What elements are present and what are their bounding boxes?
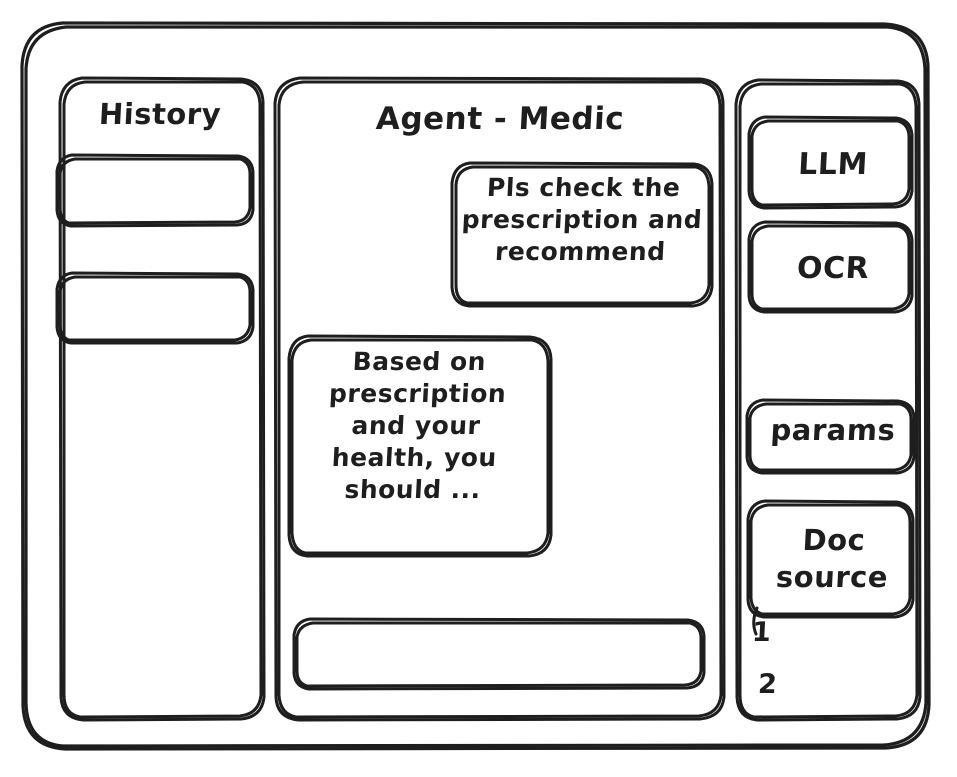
- user-message-outline: [450, 161, 714, 308]
- agent-message-outline: [287, 334, 553, 558]
- ocr-button[interactable]: OCR: [796, 251, 871, 286]
- doc-source-connector: [752, 606, 759, 636]
- history-panel-outline: [58, 76, 266, 722]
- llm-button[interactable]: LLM: [797, 147, 869, 182]
- history-panel-title: History: [98, 97, 222, 131]
- user-message-text: Pls check the prescription and recommend: [461, 173, 704, 266]
- message-input[interactable]: [294, 619, 704, 689]
- doc-source-button[interactable]: Doc source: [775, 523, 889, 595]
- llm-button-outline: [747, 115, 914, 210]
- params-button-outline: [745, 398, 916, 475]
- params-button[interactable]: params: [769, 413, 897, 447]
- agent-panel-outline: [273, 76, 726, 722]
- ocr-button-outline: [747, 220, 914, 314]
- composer-outline: [292, 617, 706, 691]
- right-rail-outline: [734, 78, 922, 722]
- history-item-1-outline: [55, 153, 255, 228]
- history-item-1[interactable]: [57, 155, 254, 226]
- history-item-2-outline: [55, 271, 255, 345]
- agent-panel-title: Agent - Medic: [375, 101, 626, 137]
- doc-list-item-2[interactable]: 2: [757, 669, 779, 700]
- agent-message-text: Based on prescription and your health, y…: [328, 347, 508, 504]
- history-item-2[interactable]: [57, 273, 254, 343]
- window-frame: [20, 21, 931, 751]
- doc-list-item-1[interactable]: 1: [751, 617, 773, 648]
- doc-source-button-outline: [746, 499, 915, 619]
